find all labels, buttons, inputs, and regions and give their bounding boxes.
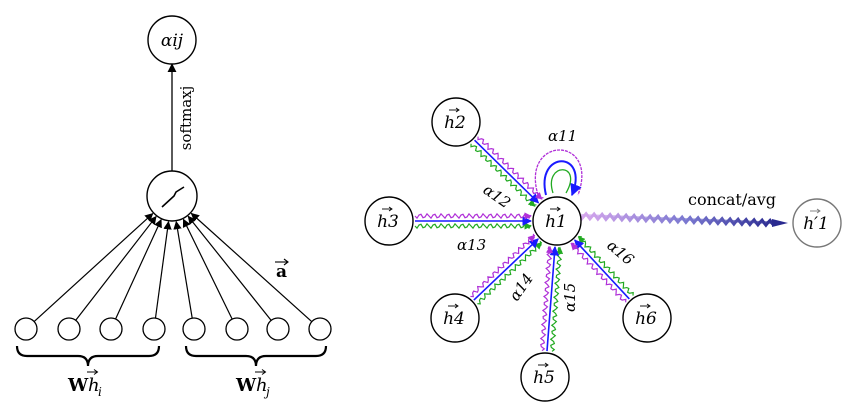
input-node [14,317,38,341]
input-node [57,317,81,341]
input-node [266,317,290,341]
edge-h4-h1 [470,233,543,305]
node-out: h′1 [792,198,842,248]
input-arrow [75,215,157,321]
head-green-path [477,240,542,305]
left-attention-mechanism: αij softmaxj a W h i W h j [14,15,332,399]
svg-text:W: W [67,375,89,396]
head-green-path [578,235,634,296]
svg-text:i: i [98,385,102,399]
attention-vector-label: a [276,262,287,282]
attention-edges [414,136,634,352]
svg-text:h: h [256,375,268,396]
attention-neuron [146,170,198,222]
svg-text:j: j [263,385,270,399]
head-green-path [470,143,537,206]
input-arrow [33,212,154,323]
input-arrows [33,212,313,323]
head-blue-path [546,245,560,352]
alpha-13-label: α13 [457,236,486,254]
output-arrow [575,211,788,228]
edge-h5-h1 [539,245,564,352]
input-node [308,317,332,341]
node-h1-label: h1 [545,212,567,232]
alpha-15-label: α15 [561,283,579,312]
alpha-ij-node [147,15,197,65]
node-h4-label: h4 [443,309,465,329]
input-node [182,317,206,341]
head-purple-path [414,212,532,220]
head-green-path [414,222,532,230]
right-brace [184,345,328,367]
head-purple-path [470,233,535,298]
head-purple-path [539,246,553,352]
edge-h6-h1 [570,235,634,303]
alpha-11-label: α11 [548,127,577,145]
node-h1: h1 [532,196,582,246]
self-loop [534,149,583,197]
left-brace [15,345,161,367]
head-purple-path [477,136,544,199]
node-h4: h4 [430,293,480,343]
softmax-label: softmaxj [177,86,195,151]
right-multihead-attention: concat/avg h1 h2 h3 h4 h5 h6 h′1 α11 α12 α13 α… [364,97,842,402]
input-arrow [173,220,193,319]
input-arrow [154,220,172,319]
input-node [142,317,166,341]
input-arrow [182,218,233,320]
input-nodes [14,317,332,341]
head-blue-path [574,239,630,300]
node-h3: h3 [364,196,414,246]
alpha-ij-label: αij [161,31,184,51]
node-h3-label: h3 [377,212,399,232]
head-purple-path [571,242,627,303]
svg-text:h: h [88,375,100,396]
activation-icon [161,186,185,208]
edge-h2-h1 [470,136,544,207]
group-left-label: W h i [67,369,102,399]
combine-label: concat/avg [688,190,776,209]
input-arrow [187,215,272,321]
alpha-16-label: α16 [603,236,637,269]
node-out-label: h′1 [803,214,829,234]
edge-h3-h1 [414,212,532,230]
input-node [99,317,123,341]
node-h2: h2 [431,97,481,147]
input-arrow [115,218,162,320]
node-h2-label: h2 [444,113,466,133]
node-h5: h5 [520,352,570,402]
alpha-12-label: α12 [480,181,514,213]
head-green-path [549,247,563,352]
node-h5-label: h5 [533,368,555,388]
svg-text:W: W [235,375,257,396]
group-right-label: W h j [235,369,270,399]
node-h6: h6 [622,293,672,343]
node-h6-label: h6 [635,309,657,329]
head-blue-path [474,139,540,204]
input-arrow [190,212,313,323]
input-node [225,317,249,341]
head-blue-path [473,238,539,301]
